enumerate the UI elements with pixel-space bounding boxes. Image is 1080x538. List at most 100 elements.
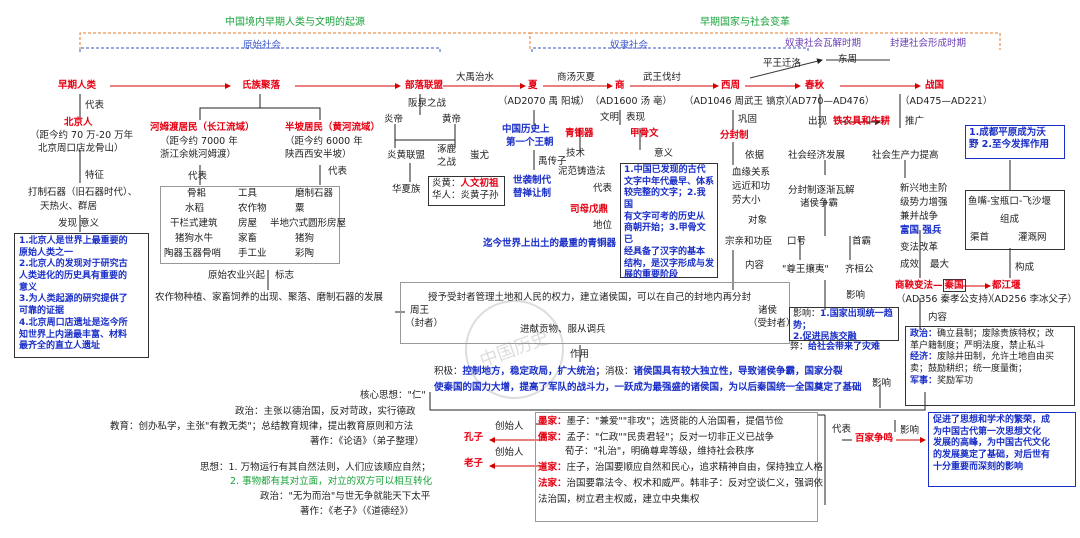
lord: 诸侯 xyxy=(758,305,778,316)
lz-book: 著作：《老子》（《道德经》） xyxy=(300,506,415,517)
fa-val: 治国要靠法令、权术和威严。韩非子：反对空谈仁义，强调依 xyxy=(566,478,824,489)
huaren-key: 华人： xyxy=(432,190,461,202)
node-chunqiu: 春秋 xyxy=(805,80,825,91)
reform-date: （AD356 秦孝公支持） xyxy=(896,294,998,305)
label-daibiao: 代表 xyxy=(188,171,208,182)
chiyou: 蚩尤 xyxy=(470,150,490,161)
kongzi: 孔子 xyxy=(464,432,484,443)
yandi: 炎帝 xyxy=(384,114,404,125)
sig-line: 2.北京人的发现对于研究古 xyxy=(19,259,128,270)
clan-left: 猪狗水牛 xyxy=(175,233,214,244)
label-yingxiang: 影响 xyxy=(900,425,920,436)
oracle-sig: 较完整的文字；2.我国 xyxy=(624,188,706,211)
yanhuang-box: 炎黄：人文初祖 华人：炎黄子孙 xyxy=(428,176,505,206)
reform-content-box: 政治：确立县制；废除贵族特权；改 革户籍制度；严明法度，禁止私斗 经济：废除井田… xyxy=(905,326,1075,406)
oracle-sig: 有文字可考的历史从 xyxy=(624,211,706,222)
hg-val: 1.国家出现统一趋势； xyxy=(793,309,893,331)
clan-left: 干栏式建筑 xyxy=(170,218,218,229)
lz-thought2: 2. 事物都有其对立面，对立的双方可以相互转化 xyxy=(230,476,433,487)
banpo: 半坡居民（黄河流域） xyxy=(285,122,381,133)
clan-mid: 家畜 xyxy=(238,233,258,244)
chuangshi: 创始人 xyxy=(495,421,524,432)
era-slave: 奴隶社会 xyxy=(610,40,649,51)
dujiang-part: 渠首 xyxy=(970,232,990,243)
dujiang-date: （AD256 李冰父子） xyxy=(985,294,1077,305)
era-feudal: 封建社会形成时期 xyxy=(890,38,967,49)
kz-edu: 教育：创办私学，主张"有教无类"；总结教育规律，提出教育原则和方法 xyxy=(110,421,414,432)
node-zhanguo: 战国 xyxy=(925,80,945,91)
eco-val2: 卖；鼓励耕织；统一度量衡； xyxy=(910,364,1028,375)
sig-line: 3.为人类起源的研究提供了 xyxy=(19,294,128,305)
qin-result: 使秦国的国力大增，提高了军队的战斗力，一跃成为最强盛的诸侯国，为以后秦国统一全国… xyxy=(434,382,862,393)
peking-desc: （距今约 70 万-20 万年 xyxy=(30,130,134,141)
hegemony-harm: 弊：给社会带来了灾难 xyxy=(790,342,880,354)
chuxian: 出现 xyxy=(808,116,828,127)
oracle: 甲骨文 xyxy=(630,128,659,139)
reform: 商鞅变法 xyxy=(895,280,934,291)
dujiang-parts-box xyxy=(965,190,1065,250)
kz-book: 著作：《论语》（弟子整理） xyxy=(310,436,425,447)
fengfen-collapse: 分封制逐渐瓦解 xyxy=(788,185,855,196)
lz-pol: 政治："无为而治"与世无争就能天下太平 xyxy=(260,491,431,502)
node-tribe: 部落联盟 xyxy=(405,80,444,91)
clan-mid: 农作物 xyxy=(238,203,267,214)
econ: 社会经济发展 xyxy=(788,150,846,161)
clan-right: 彩陶 xyxy=(295,248,315,259)
dao-key: 道家： xyxy=(538,462,567,473)
zuoyong: 作用 xyxy=(570,349,590,360)
shang-date: （AD1600 汤 亳） xyxy=(590,96,673,107)
ru-key: 儒家： xyxy=(538,432,567,443)
peking-significance-box: 1.北京人是世界上最重要的 原始人类之一 2.北京人的发现对于研究古 人类进化的… xyxy=(14,233,149,358)
shixi2: 替禅让制 xyxy=(513,188,552,199)
yanhuang: 炎黄联盟 xyxy=(387,150,426,161)
biaoxian: 表现 xyxy=(626,112,646,123)
rujia: 儒家：孟子："仁政""民贵君轻"；反对一切非正义已战争 xyxy=(538,432,774,444)
neirong: 内容 xyxy=(745,260,765,271)
qin: 秦国 xyxy=(942,279,966,292)
chunqiu-date: （AD770—AD476） xyxy=(782,96,875,107)
oracle-sig: 1.中国已发现的古代 xyxy=(624,165,706,175)
hg-val2: 2.促进民族交融 xyxy=(793,332,857,343)
blood: 远近和功 xyxy=(732,181,771,192)
clan-left: 陶器玉器骨哨 xyxy=(164,248,222,259)
shouba: 首霸 xyxy=(852,236,872,247)
laozi: 老子 xyxy=(464,458,484,469)
dujiang-effect-box: 1.成都平原成为沃 野 2.至今发挥作用 xyxy=(965,125,1065,159)
oracle-sig: 展的重要阶段 xyxy=(624,270,679,281)
casting: 泥范铸造法 xyxy=(558,166,606,177)
fa-key: 法家： xyxy=(538,478,567,489)
mil-val: 奖励军功 xyxy=(937,375,974,386)
node-shang: 商 xyxy=(615,80,625,91)
label-wuwang: 武王伐纣 xyxy=(643,72,682,83)
banpo-desc: （距今约 6000 年 xyxy=(285,136,363,147)
eco-key: 经济： xyxy=(910,352,938,363)
yiju: 依据 xyxy=(745,150,765,161)
king-sub: （封者） xyxy=(405,318,444,329)
yanhuang-key: 炎黄： xyxy=(432,178,461,189)
label-dayu: 大禹治水 xyxy=(456,72,495,83)
ru-val: 孟子："仁政""民贵君轻"；反对一切非正义已战争 xyxy=(566,432,774,443)
node-dongzhou: 东周 xyxy=(838,54,858,65)
label-daibiao: 代表 xyxy=(328,166,348,177)
xia-first2: 第一个王朝 xyxy=(506,137,554,148)
oracle-sig: 商朝开始；3.甲骨文已 xyxy=(624,223,706,246)
qin-yingxiang: 影响 xyxy=(872,378,892,389)
mojia: 墨家：墨子："兼爱""非攻"；选贤能的人治国看，提倡节俭 xyxy=(538,416,784,428)
sig-line: 人类进化的历史具有重要的 xyxy=(19,271,128,282)
fenfeng-content: 授予受封者管理土地和人民的权力，建立诸侯国，可以在自己的封地内再分封 xyxy=(428,292,752,303)
sig-line: 最齐全的直立人遗址 xyxy=(19,341,101,352)
wenming: 文明 xyxy=(600,112,620,123)
shangyang-reform: 商鞅变法—秦国 xyxy=(895,279,966,292)
iron-plow: 铁农具和牛耕 xyxy=(833,116,891,127)
chuangshi: 创始人 xyxy=(495,447,524,458)
baijia-effect-box: 促进了思想和学术的繁荣，成 为中国古代第一次思想文化 发展的高峰，为中国古代文化… xyxy=(928,412,1076,487)
clan-compare-box xyxy=(160,186,340,264)
pol-key: 政治： xyxy=(910,329,938,339)
pos-val: 控制地方，稳定政局，扩大统治； xyxy=(462,366,606,377)
qiangbing: 强兵 xyxy=(922,225,942,236)
yanhuang-val: 人文初祖 xyxy=(460,178,499,189)
fuguo: 富国 xyxy=(900,225,920,236)
prod: 社会生产力提高 xyxy=(872,150,939,161)
clan-mid: 工具 xyxy=(238,188,258,199)
gonggu: 巩固 xyxy=(738,114,758,125)
